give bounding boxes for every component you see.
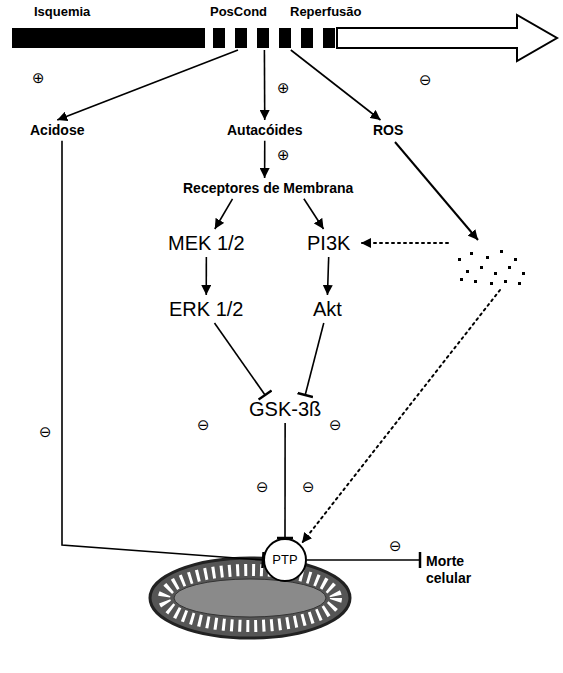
effect-label: ROS xyxy=(369,120,407,141)
sign-symbol: ⊖ xyxy=(38,425,53,440)
activation-arrow xyxy=(291,50,381,120)
ros-dots xyxy=(458,250,525,285)
postconditioning-block xyxy=(301,28,313,48)
receptor-label: Receptores de Membrana xyxy=(179,178,357,199)
mitochondrion-matrix xyxy=(174,579,326,617)
effect-label: Acidose xyxy=(26,120,88,141)
sign-symbol: ⊖ xyxy=(418,73,433,88)
node-text: ERK 1/2 xyxy=(169,297,243,321)
node-text: Morte celular xyxy=(426,553,471,587)
activation-arrow xyxy=(327,257,328,295)
node-text: MEK 1/2 xyxy=(168,231,245,255)
sign-symbol: ⊖ xyxy=(196,418,211,433)
mitochondrion-outer xyxy=(150,558,350,638)
node-text: Receptores de Membrana xyxy=(183,180,353,197)
activation-arrow xyxy=(264,141,266,178)
sign-symbol: ⊖ xyxy=(255,480,270,495)
sign-symbol: ⊖ xyxy=(328,418,343,433)
inhibition-connector xyxy=(284,423,286,538)
kinase-label: MEK 1/2 xyxy=(164,229,249,257)
reperfusion-arrow: Reperfusão xyxy=(285,4,560,64)
postconditioning-block xyxy=(213,28,225,48)
node-text: GSK-3ß xyxy=(249,397,321,421)
node-text: Acidose xyxy=(30,122,84,139)
activation-arrow xyxy=(264,50,266,120)
sign-symbol: ⊕ xyxy=(31,71,46,86)
ros-arrow xyxy=(395,142,478,240)
node-text: PTP xyxy=(272,552,297,568)
postconditioning-block xyxy=(323,28,335,48)
mitochondrion xyxy=(150,558,350,638)
node-text: Isquemia xyxy=(34,4,205,20)
postconditioning-block xyxy=(257,28,269,48)
ros-dotted-arrow xyxy=(361,242,448,244)
mitochondrion-cristae xyxy=(164,570,336,626)
kinase-label: PI3K xyxy=(303,229,354,257)
sign-symbol: ⊕ xyxy=(276,148,291,163)
inhibition-connector xyxy=(62,141,263,560)
ros-dotted-arrow xyxy=(302,290,500,543)
activation-arrow xyxy=(215,199,233,229)
kinase-label: ERK 1/2 xyxy=(165,295,247,323)
activation-arrow xyxy=(205,257,207,295)
kinase-label: Akt xyxy=(309,295,346,323)
sign-symbol: ⊖ xyxy=(301,480,316,495)
ischemia-bar: Isquemia xyxy=(12,4,205,50)
activation-arrow xyxy=(57,50,238,120)
postconditioning-block xyxy=(279,28,291,48)
kinase-label: GSK-3ß xyxy=(245,395,325,423)
node-text: Akt xyxy=(313,297,342,321)
postconditioning-block xyxy=(235,28,247,48)
node-text: Reperfusão xyxy=(290,4,560,20)
inhibition-connector xyxy=(214,323,265,395)
open-arrow xyxy=(337,15,557,61)
node-text: PI3K xyxy=(307,231,350,255)
inhibition-connector xyxy=(305,323,324,395)
ischemia-block xyxy=(12,28,205,48)
node-text: Autacóides xyxy=(227,122,302,139)
pore-circle: PTP xyxy=(263,538,307,582)
effect-label: Autacóides xyxy=(223,120,306,141)
inhibition-connector xyxy=(307,559,420,561)
sign-symbol: ⊖ xyxy=(388,539,403,554)
sign-symbol: ⊕ xyxy=(276,81,291,96)
activation-arrow xyxy=(304,199,324,229)
node-text: ROS xyxy=(373,122,403,139)
outcome-label: Morte celular xyxy=(420,551,477,589)
